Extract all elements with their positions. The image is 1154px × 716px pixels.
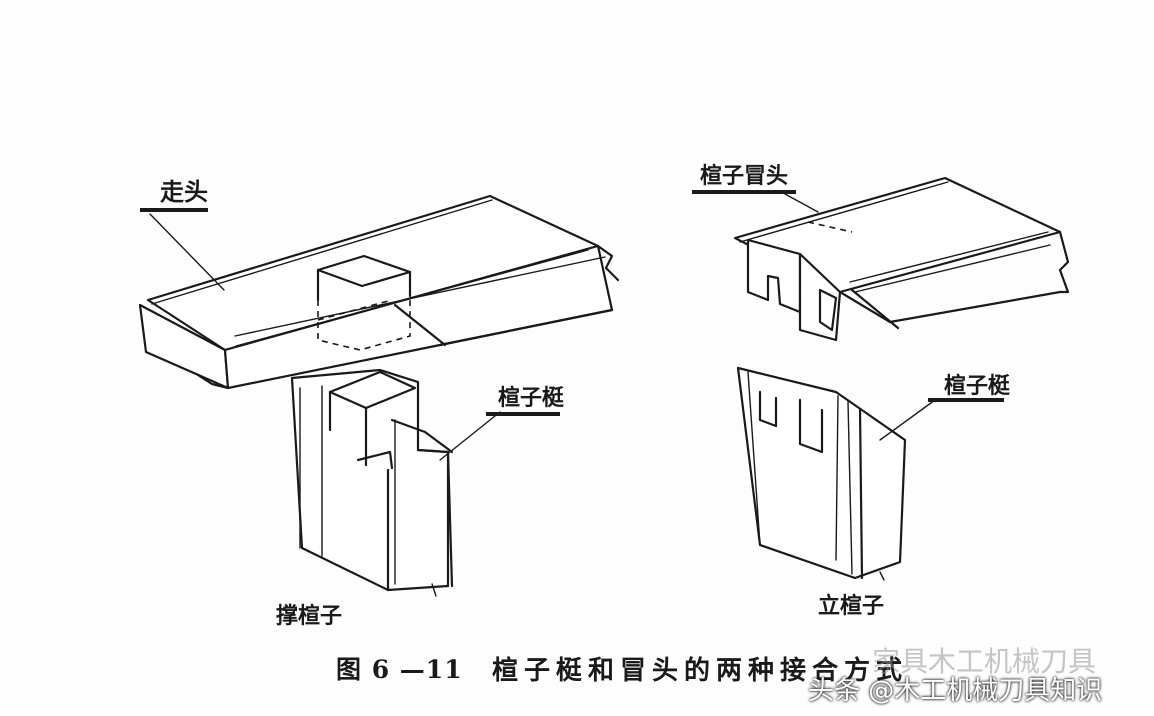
right-post	[736, 366, 907, 581]
figure-number: 图 6 —11	[336, 655, 463, 684]
right-head-underline	[692, 190, 796, 194]
zoutou-underline	[140, 208, 208, 212]
left-post-label: 楦子梃	[498, 385, 565, 411]
left-post-leader	[439, 411, 501, 461]
left-rail-top-beam	[138, 194, 620, 390]
figure-caption: 楦子梃和冒头的两种接合方式	[492, 656, 909, 686]
left-mortise-hole	[316, 254, 412, 351]
right-post-label: 楦子梃	[944, 373, 1011, 399]
zoutou-label: 走头	[160, 177, 208, 206]
toutiao-watermark: 头条 @木工机械刀具知识	[808, 676, 1103, 706]
right-post-leader	[879, 399, 936, 441]
left-post	[290, 368, 454, 597]
zoutou-leader	[149, 213, 225, 291]
right-head-label: 楦子冒头	[700, 163, 789, 189]
left-caption-label: 撑楦子	[276, 603, 343, 629]
overlay-watermark: 家具木工机械刀具	[872, 645, 1097, 678]
right-head-leader	[784, 193, 819, 213]
right-caption-label: 立楦子	[818, 593, 885, 619]
right-rail	[733, 176, 1070, 342]
right-post-underline	[928, 398, 1004, 402]
left-post-underline	[486, 412, 560, 416]
